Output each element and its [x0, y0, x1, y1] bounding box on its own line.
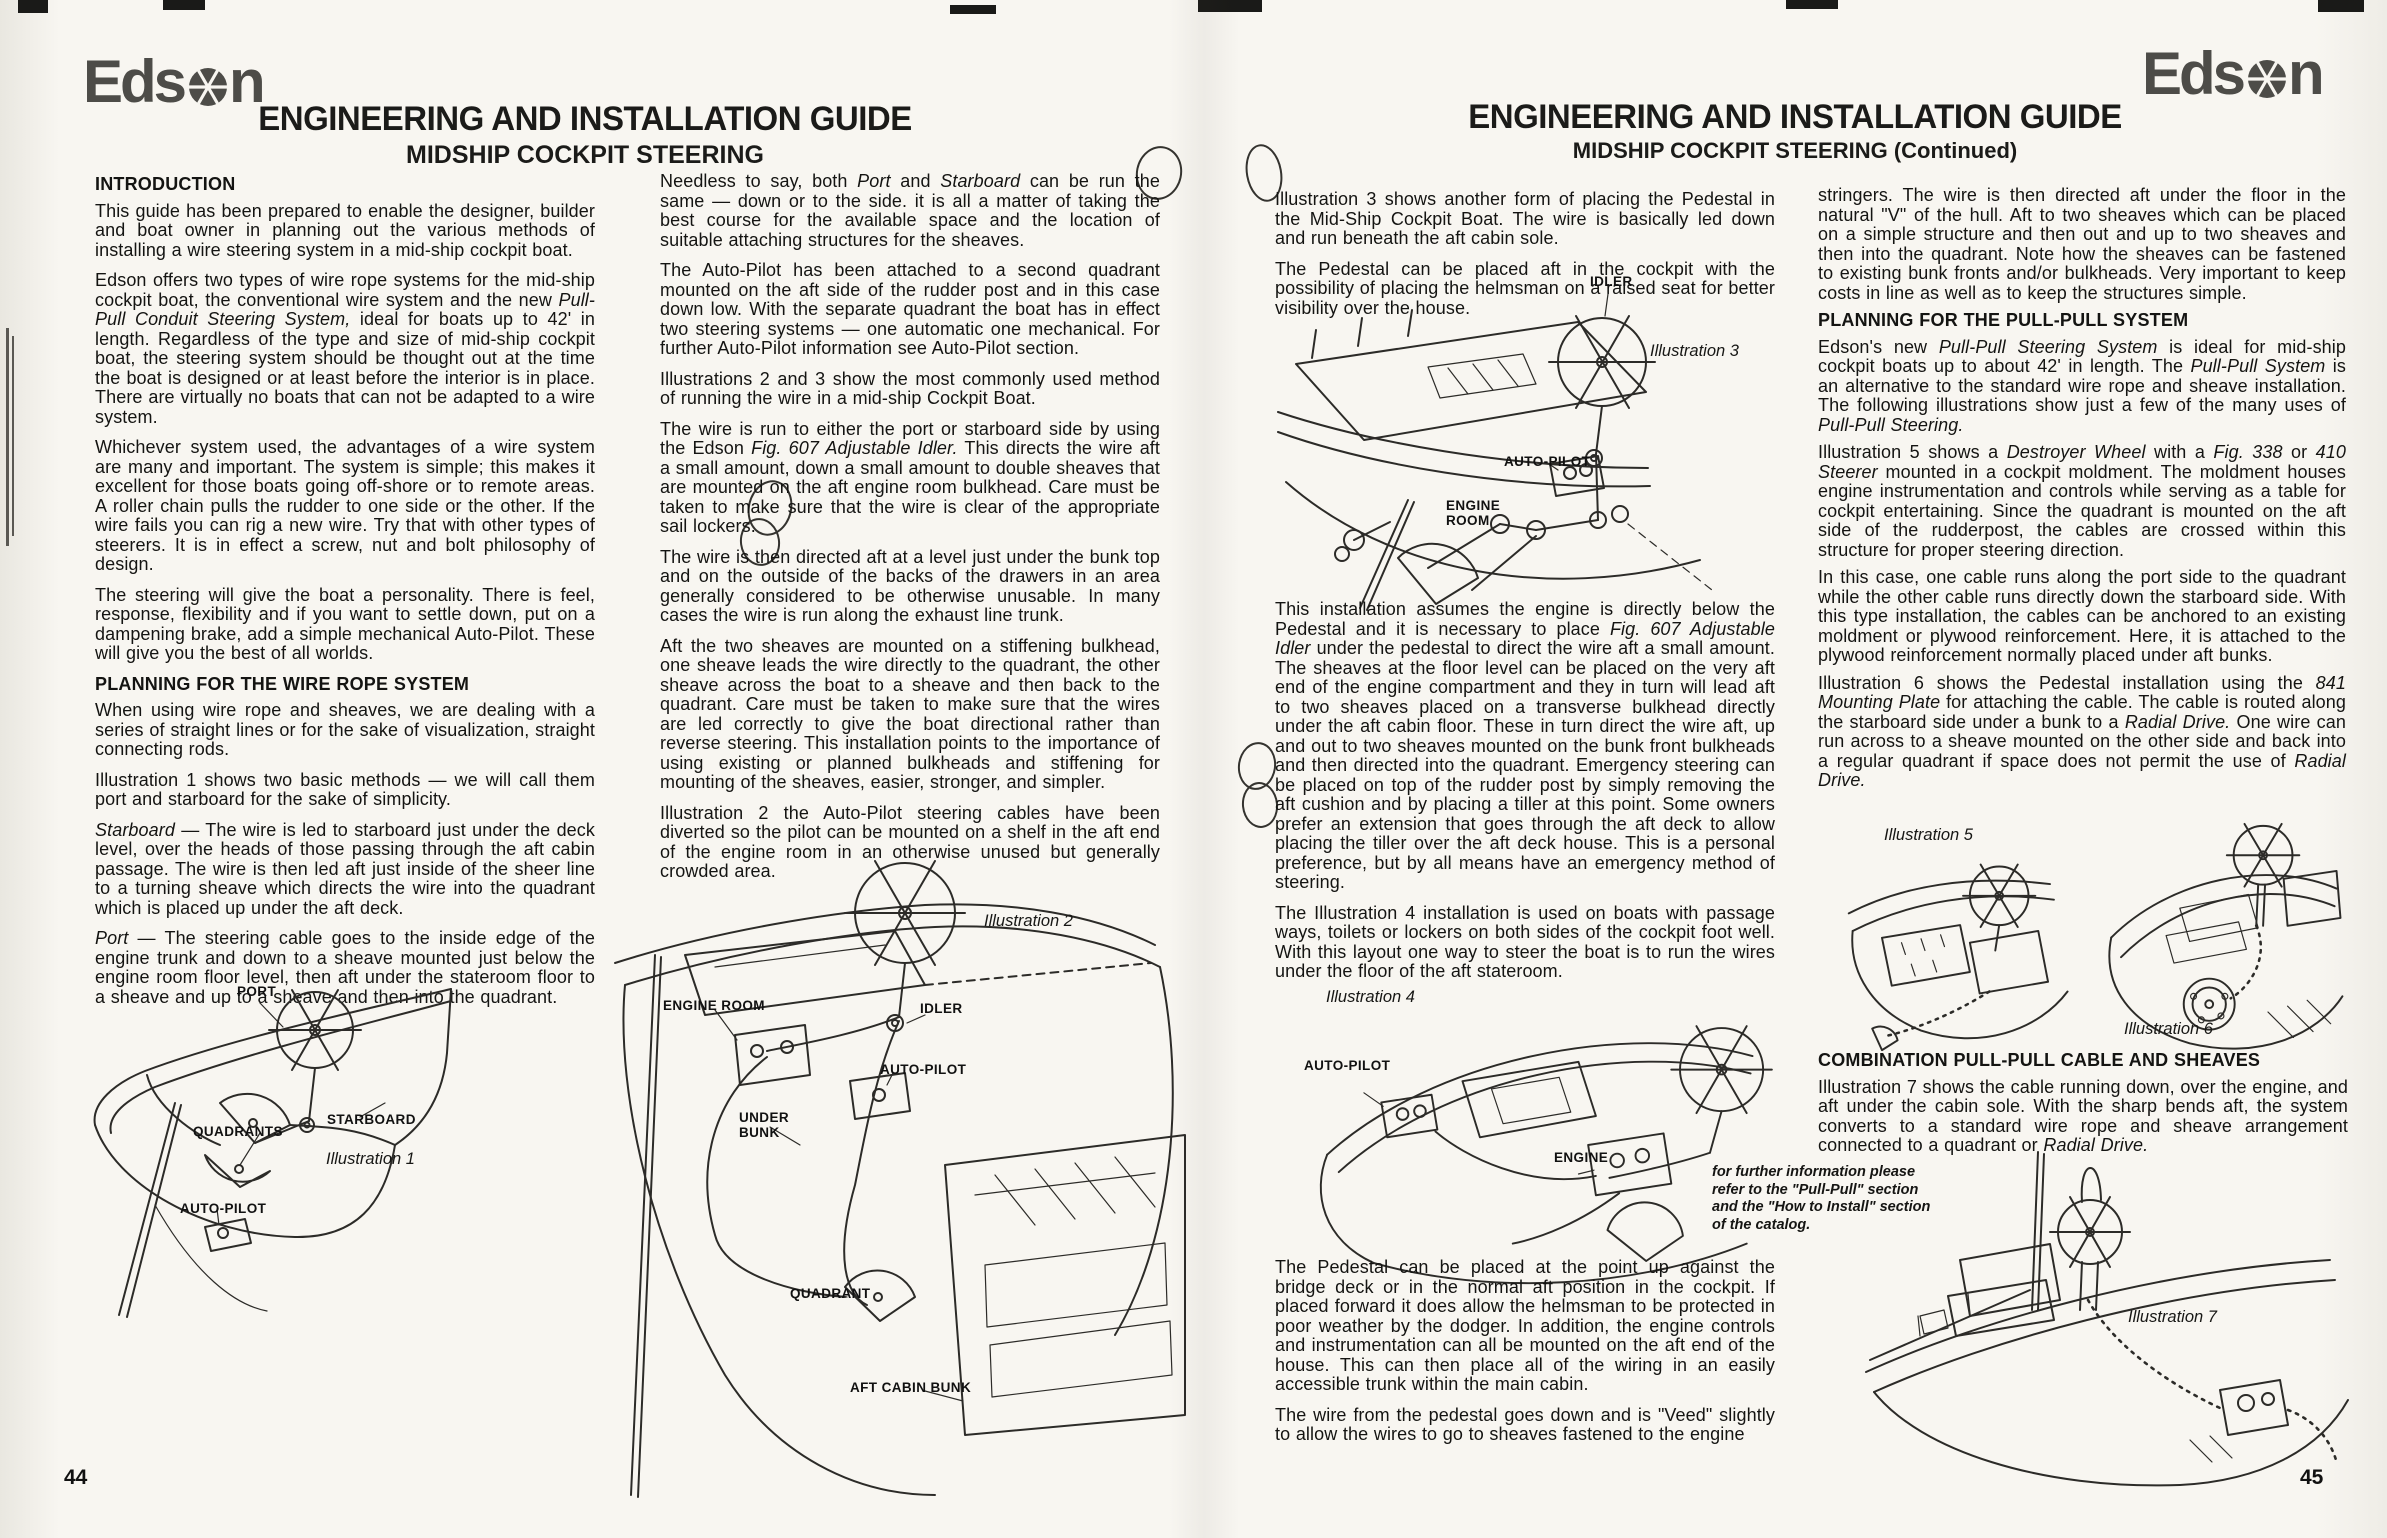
p45-col2-para-3: Illustration 5 shows a Destroyer Wheel w…: [1818, 442, 2346, 560]
edson-logo: Eds n: [2142, 40, 2325, 107]
binding-edge-line: [6, 328, 9, 546]
heading-combination-pull-pull: COMBINATION PULL-PULL CABLE AND SHEAVES: [1818, 1050, 2261, 1070]
p45-col1-para-2: The Pedestal can be placed aft in the co…: [1275, 258, 1775, 318]
p45-col1-para-1: Illustration 3 shows another form of pla…: [1275, 189, 1775, 248]
page45-column-1-bottom: The Pedestal can be placed at the point …: [1275, 1257, 1775, 1456]
heading-pull-pull-system: PLANNING FOR THE PULL-PULL SYSTEM: [1818, 310, 2189, 330]
page44-column-2: Needless to say, both Port and Starboard…: [660, 171, 1161, 893]
page45-number: 45: [2300, 1466, 2324, 1489]
illustration2-label-engine-room: ENGINE ROOM: [663, 998, 765, 1013]
scan-mark: [2318, 0, 2364, 12]
p44-col1-para-5: When using wire rope and sheaves, we are…: [95, 700, 595, 759]
p45-col1-para-5: The Pedestal can be placed at the point …: [1275, 1257, 1775, 1394]
p44-col1-para-1: This guide has been prepared to enable t…: [95, 200, 595, 260]
page45-column-2-bottom: COMBINATION PULL-PULL CABLE AND SHEAVES …: [1818, 1048, 2348, 1167]
illustration3-label-engine-room: ENGINE ROOM: [1446, 498, 1501, 528]
scan-mark: [950, 5, 996, 14]
p44-col2-para-6: Aft the two sheaves are mounted on a sti…: [660, 635, 1160, 792]
illustration1-label-quadrants: QUADRANTS: [193, 1124, 283, 1139]
illustration-5-drawing: [1847, 863, 2069, 1052]
page44-subtitle: MIDSHIP COCKPIT STEERING: [406, 141, 764, 169]
heading-introduction: INTRODUCTION: [95, 174, 236, 194]
p44-col2-para-4: The wire is run to either the port or st…: [660, 418, 1161, 536]
edson-logo-text-post: n: [2288, 40, 2325, 107]
illustration1-caption: Illustration 1: [326, 1150, 415, 1168]
p44-col2-para-1: Needless to say, both Port and Starboard…: [660, 171, 1160, 250]
page45-column-1-middle: This installation assumes the engine is …: [1275, 599, 1775, 993]
edson-wheel-icon: [189, 68, 228, 106]
page44-title: ENGINEERING AND INSTALLATION GUIDE: [258, 100, 912, 138]
illustration1-label-port: PORT: [237, 984, 277, 999]
illustration7-caption: Illustration 7: [2128, 1308, 2217, 1326]
p45-col1-para-3: This installation assumes the engine is …: [1275, 599, 1775, 892]
illustration2-label-idler: IDLER: [920, 1001, 963, 1016]
illustration-6-drawing: [2108, 822, 2344, 1050]
catalog-reference-note: for further information please refer to …: [1712, 1164, 1931, 1233]
ships-wheel: [1670, 1025, 1773, 1115]
illustration-3-drawing: [1277, 293, 1713, 611]
page-gutter-shadow: [1168, 0, 1240, 1538]
illustration2-label-quadrant: QUADRANT: [790, 1286, 871, 1301]
illustration5-caption: Illustration 5: [1884, 826, 1973, 844]
illustration3-caption: Illustration 3: [1650, 342, 1739, 360]
illustration3-label-autopilot: AUTO-PILOT: [1504, 454, 1591, 469]
illustration-7-drawing: [1865, 1151, 2349, 1487]
p45-col1-para-6: The wire from the pedestal goes down and…: [1275, 1404, 1775, 1444]
ships-wheel: [2049, 1196, 2131, 1268]
illustration2-label-under-bunk: UNDER BUNK: [739, 1110, 790, 1140]
page45-column-1-top: Illustration 3 shows another form of pla…: [1275, 189, 1775, 329]
edson-logo-text-pre: Eds: [2142, 40, 2246, 107]
page44-number: 44: [64, 1466, 88, 1489]
heading-wire-rope-system: PLANNING FOR THE WIRE ROPE SYSTEM: [95, 673, 470, 694]
illustration4-caption: Illustration 4: [1326, 988, 1415, 1006]
p45-col2-para-2: Edson's new Pull-Pull Steering System is…: [1818, 336, 2346, 435]
edson-logo: Eds n: [83, 48, 266, 115]
illustration3-label-idler: IDLER: [1590, 274, 1633, 289]
illustration4-label-autopilot: AUTO-PILOT: [1304, 1058, 1391, 1073]
scan-mark: [18, 0, 48, 13]
scan-mark: [1198, 0, 1262, 12]
illustration2-caption: Illustration 2: [984, 912, 1073, 930]
illustration2-label-aft-cabin-bunk: AFT CABIN BUNK: [850, 1380, 972, 1395]
page45-title: ENGINEERING AND INSTALLATION GUIDE: [1468, 98, 2122, 136]
p44-col1-para-4: The steering will give the boat a person…: [95, 584, 595, 663]
p44-col1-para-2: Edson offers two types of wire rope syst…: [95, 270, 596, 427]
p45-col2-para-5: Illustration 6 shows the Pedestal instal…: [1818, 672, 2346, 790]
p45-col2-para-1: stringers. The wire is then directed aft…: [1818, 185, 2346, 303]
illustration2-label-autopilot: AUTO-PILOT: [880, 1062, 967, 1077]
p44-col2-para-2: The Auto-Pilot has been attached to a se…: [660, 260, 1160, 358]
ships-wheel: [1548, 315, 1656, 409]
p44-col1-para-3: Whichever system used, the advantages of…: [95, 437, 595, 574]
illustration-2-drawing: [614, 860, 1186, 1498]
page45-column-2-top: stringers. The wire is then directed aft…: [1818, 185, 2346, 791]
p45-col2-para-4: In this case, one cable runs along the p…: [1818, 567, 2346, 665]
p45-col1-para-4: The Illustration 4 installation is used …: [1275, 902, 1775, 981]
p44-col2-para-7: Illustration 2 the Auto-Pilot steering c…: [660, 802, 1160, 881]
illustration4-label-engine: ENGINE: [1554, 1150, 1609, 1165]
p45-col2-para-6: Illustration 7 shows the cable running d…: [1818, 1076, 2348, 1155]
p44-col1-para-7: Starboard — The wire is led to starboard…: [95, 819, 595, 918]
illustration6-caption: Illustration 6: [2124, 1020, 2213, 1038]
p44-col2-para-5: The wire is then directed aft at a level…: [660, 546, 1160, 625]
binding-edge-line: [12, 336, 14, 536]
edson-wheel-icon: [2248, 60, 2287, 98]
illustration1-label-starboard: STARBOARD: [327, 1112, 416, 1127]
p44-col1-para-6: Illustration 1 shows two basic methods —…: [95, 769, 595, 809]
illustration-4-drawing: [1319, 1025, 1773, 1285]
edson-logo-text-post: n: [229, 48, 266, 115]
scan-mark: [163, 0, 205, 10]
illustration-1-drawing: [93, 988, 452, 1318]
page44-column-1: INTRODUCTION This guide has been prepare…: [95, 172, 595, 1018]
edson-logo-text-pre: Eds: [83, 48, 187, 115]
scan-mark: [1786, 0, 1838, 9]
p44-col2-para-3: Illustrations 2 and 3 show the most comm…: [660, 368, 1160, 408]
illustration1-label-autopilot: AUTO-PILOT: [180, 1201, 267, 1216]
page45-subtitle: MIDSHIP COCKPIT STEERING (Continued): [1572, 138, 2018, 163]
